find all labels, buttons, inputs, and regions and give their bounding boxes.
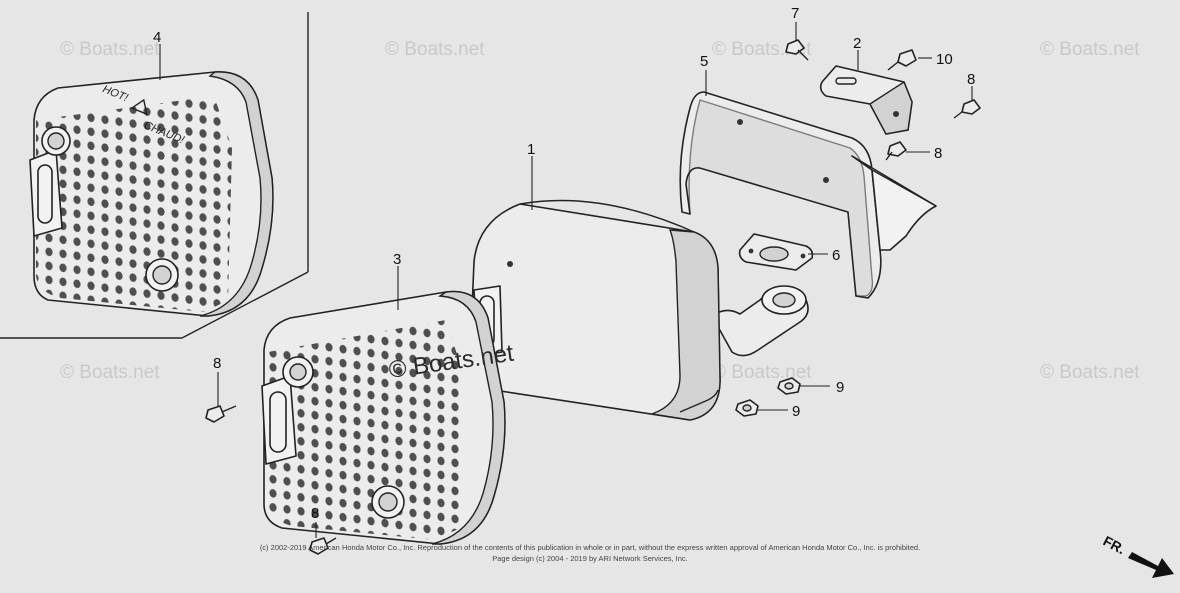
callout-2: 2 [853, 35, 861, 52]
copyright-text: (c) 2002-2019 American Honda Motor Co., … [260, 543, 920, 552]
bolt-part-7[interactable] [785, 39, 809, 61]
callout-labels: 4 3 1 5 2 7 10 8 8 6 8 8 9 9 [153, 5, 975, 522]
watermark: © Boats.net [60, 39, 160, 60]
callout-8: 8 [934, 145, 942, 162]
leader-lines [159, 22, 973, 538]
muffler-part-1[interactable] [469, 199, 809, 421]
design-credit-text: Page design (c) 2004 - 2019 by ARI Netwo… [492, 554, 688, 563]
arrow-right-icon [1128, 552, 1174, 578]
watermark: © Boats.net [712, 362, 812, 383]
callout-3: 3 [393, 251, 401, 268]
callout-4: 4 [153, 29, 161, 46]
nut-part-9-b[interactable] [735, 399, 759, 417]
callout-8: 8 [213, 355, 221, 372]
bolt-part-8-mid[interactable] [885, 141, 907, 161]
bolt-part-10[interactable] [887, 49, 917, 71]
nut-part-9-a[interactable] [777, 377, 801, 395]
protector-part-4[interactable]: HOT! CHAUD! [29, 71, 274, 317]
callout-5: 5 [700, 53, 708, 70]
shield-part-5[interactable] [679, 91, 937, 299]
callout-8: 8 [967, 71, 975, 88]
callout-1: 1 [527, 141, 535, 158]
footer: (c) 2002-2019 American Honda Motor Co., … [260, 543, 920, 563]
warning-triangle-icon [130, 98, 148, 116]
front-direction-indicator: FR. [1101, 533, 1174, 578]
watermark: © Boats.net [385, 39, 485, 60]
gasket-part-6[interactable] [738, 233, 814, 271]
callout-9: 9 [792, 403, 800, 420]
bolt-part-8-left[interactable] [205, 405, 237, 423]
inset-frame [0, 12, 309, 339]
callout-6: 6 [832, 247, 840, 264]
watermark-layer: © Boats.net © Boats.net © Boats.net © Bo… [60, 39, 1140, 383]
bolt-part-8-bottom[interactable] [309, 537, 337, 555]
watermark: © Boats.net [1040, 39, 1140, 60]
watermark: © Boats.net [60, 362, 160, 383]
protector-part-3[interactable] [261, 290, 506, 545]
callout-7: 7 [791, 5, 799, 22]
bolt-part-8-top[interactable] [953, 99, 981, 119]
callout-8: 8 [311, 505, 319, 522]
watermark: © Boats.net [1040, 362, 1140, 383]
bracket-part-2[interactable] [819, 65, 913, 135]
callout-10: 10 [936, 51, 953, 68]
front-label: FR. [1101, 533, 1128, 558]
callout-9: 9 [836, 379, 844, 396]
